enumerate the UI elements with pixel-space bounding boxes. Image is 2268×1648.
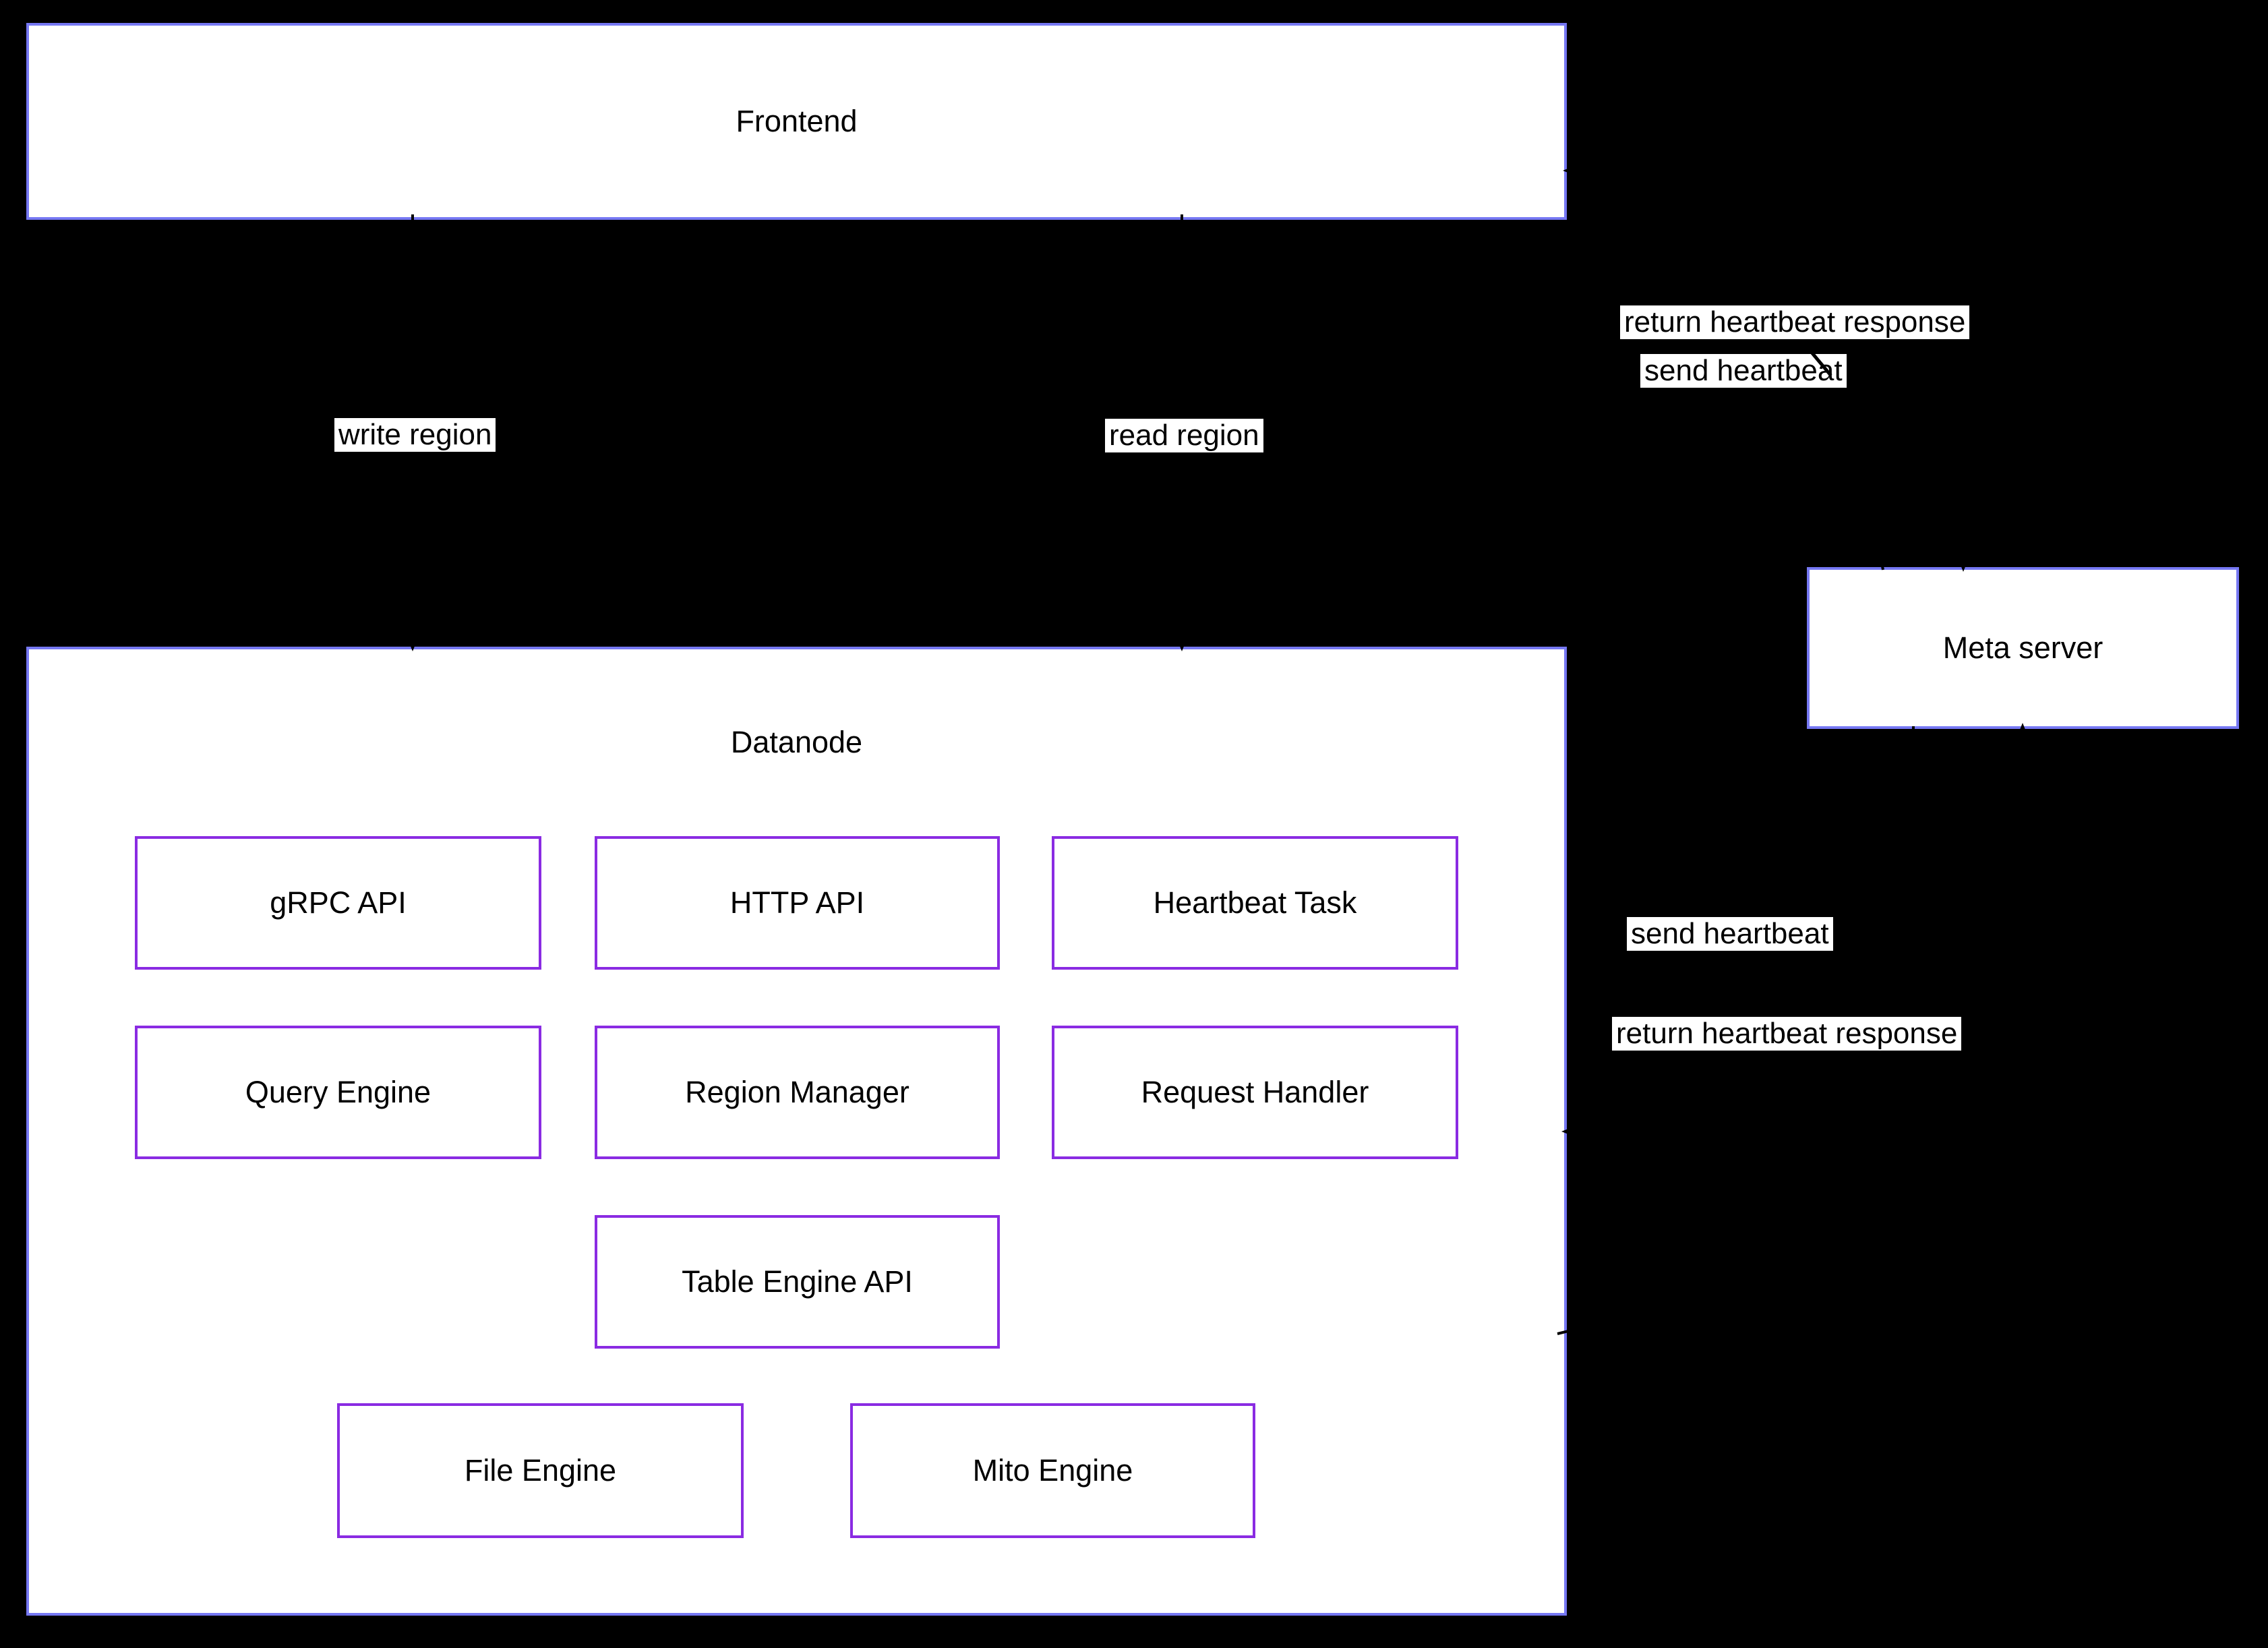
- edge-label-write-region: write region: [334, 418, 496, 452]
- heartbeat-task-label: Heartbeat Task: [1153, 885, 1357, 920]
- file-engine-label: File Engine: [464, 1453, 617, 1488]
- http-api-label: HTTP API: [729, 885, 865, 920]
- arrowhead-return-heartbeat-mid: [1561, 1123, 1582, 1140]
- region-manager-node: Region Manager: [595, 1026, 1000, 1159]
- query-engine-label: Query Engine: [245, 1075, 431, 1109]
- arrowhead-write-region: [405, 631, 421, 651]
- http-api-node: HTTP API: [595, 836, 1000, 970]
- meta-server-label: Meta server: [1942, 630, 2103, 665]
- edge-label-read-region: read region: [1105, 419, 1263, 452]
- frontend-node: Frontend: [26, 23, 1567, 220]
- edge-send-heartbeat-mid-line: [1557, 731, 2024, 1335]
- file-engine-node: File Engine: [337, 1403, 744, 1538]
- heartbeat-task-node: Heartbeat Task: [1052, 836, 1458, 970]
- grpc-api-node: gRPC API: [135, 836, 541, 970]
- grpc-api-label: gRPC API: [270, 885, 407, 920]
- edge-return-heartbeat-mid-line: [1573, 726, 1915, 1133]
- arrowhead-read-region: [1174, 631, 1190, 651]
- mito-engine-node: Mito Engine: [850, 1403, 1255, 1538]
- table-engine-api-label: Table Engine API: [682, 1264, 913, 1299]
- edge-label-return-heartbeat-mid: return heartbeat response: [1612, 1017, 1962, 1051]
- request-handler-node: Request Handler: [1052, 1026, 1458, 1159]
- edge-label-send-heartbeat-mid: send heartbeat: [1627, 917, 1833, 951]
- frontend-label: Frontend: [736, 104, 858, 138]
- edge-label-send-heartbeat-top: send heartbeat: [1640, 354, 1847, 388]
- arrowhead-send-heartbeat-top: [1955, 552, 1971, 572]
- edge-label-return-heartbeat-top: return heartbeat response: [1620, 305, 1970, 339]
- table-engine-api-node: Table Engine API: [595, 1215, 1000, 1349]
- arrowhead-return-heartbeat-top: [1563, 163, 1583, 179]
- mito-engine-label: Mito Engine: [972, 1453, 1133, 1488]
- region-manager-label: Region Manager: [685, 1075, 909, 1109]
- meta-server-node: Meta server: [1807, 567, 2239, 729]
- datanode-label: Datanode: [730, 725, 863, 759]
- arrowhead-send-heartbeat-mid: [2015, 723, 2031, 743]
- request-handler-label: Request Handler: [1141, 1075, 1369, 1109]
- query-engine-node: Query Engine: [135, 1026, 541, 1159]
